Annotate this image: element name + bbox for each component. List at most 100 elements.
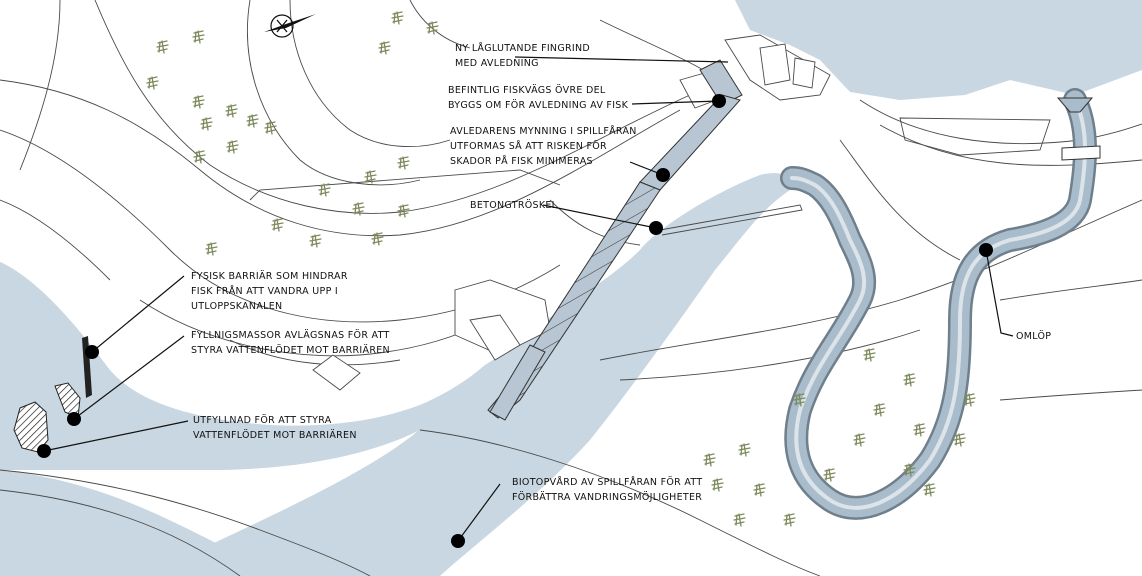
tree-symbol-icon <box>963 393 976 407</box>
terrain-line-8 <box>859 99 1142 145</box>
annotation-biotop: BIOTOPVÅRD AV SPILLFÅRAN FÖR ATT FÖRBÄTT… <box>512 477 703 503</box>
terrain-line-13 <box>249 169 561 201</box>
physical-barrier <box>82 336 92 398</box>
tree-symbol-icon <box>923 483 936 497</box>
tree-symbol-icon <box>863 348 876 362</box>
tree-symbol-icon <box>953 433 966 447</box>
leader-omlop <box>985 249 1014 337</box>
leader-fingrind <box>514 56 729 63</box>
road-line-1 <box>0 79 681 237</box>
terrain-line-10 <box>999 279 1142 301</box>
markers <box>37 94 993 548</box>
tree-symbol-icon <box>371 232 384 246</box>
marker-dot-icon <box>649 221 663 235</box>
annotation-fingrind: NY LÅGLUTANDE FINGRIND MED AVLEDNING <box>455 43 591 69</box>
tree-symbol-icon <box>783 513 796 527</box>
tree-symbol-icon <box>205 242 218 256</box>
riverbank-line-1 <box>0 469 371 576</box>
annotation-fyllning: FYLLNIGSMASSOR AVLÄGSNAS FÖR ATT STYRA V… <box>191 330 390 356</box>
riverbank-line-3 <box>419 429 821 576</box>
marker-dot-icon <box>37 444 51 458</box>
tree-symbol-icon <box>264 121 277 135</box>
tree-symbol-icon <box>352 202 365 216</box>
tree-symbol-icon <box>391 11 404 25</box>
marker-dot-icon <box>67 412 81 426</box>
tree-symbol-icon <box>364 170 377 184</box>
tree-symbol-icon <box>192 30 205 44</box>
road-line-4 <box>289 0 451 147</box>
tree-symbol-icon <box>378 41 391 55</box>
marker-dot-icon <box>451 534 465 548</box>
tree-symbol-icon <box>309 234 322 248</box>
terrain-line-11 <box>999 389 1142 401</box>
buildings <box>312 34 831 391</box>
left-bay <box>0 262 80 372</box>
tree-symbol-icon <box>853 433 866 447</box>
annotation-mynning: AVLEDARENS MYNNING I SPILLFÅRAN UTFORMAS… <box>450 126 637 167</box>
annotation-fiskvag: BEFINTLIG FISKVÄGS ÖVRE DEL BYGGS OM FÖR… <box>448 85 629 111</box>
terrain-line-4 <box>139 299 491 357</box>
riverbank-line-2 <box>0 489 241 576</box>
tree-symbol-icon <box>318 183 331 197</box>
leader-utfyllnad <box>43 420 189 452</box>
terrain-line-12 <box>839 139 961 261</box>
terrain-line-5 <box>229 339 401 366</box>
lower-water <box>0 470 300 576</box>
existing-fishway <box>487 59 743 421</box>
marker-dot-icon <box>712 94 726 108</box>
dam-block-2 <box>792 57 816 89</box>
annotation-utfyllnad: UTFYLLNAD FÖR ATT STYRA VATTENFLÖDET MOT… <box>193 415 357 441</box>
tree-symbol-icon <box>271 218 284 232</box>
road-line-3 <box>247 0 421 186</box>
tree-symbol-icon <box>397 156 410 170</box>
annotation-betong: BETONGTRÖSKEL <box>470 200 558 211</box>
tree-symbol-icon <box>903 373 916 387</box>
downstream-river <box>0 262 540 470</box>
bypass-channel-centerline <box>790 98 1087 510</box>
tree-symbol-icon <box>146 76 159 90</box>
barrier-features <box>13 336 92 453</box>
tree-symbol-icon <box>703 453 716 467</box>
tree-symbol-icon <box>823 468 836 482</box>
terrain-line-2 <box>0 199 111 281</box>
tree-symbol-icon <box>873 403 886 417</box>
shed <box>312 354 361 391</box>
leader-biotop <box>457 483 501 542</box>
leader-fyllning <box>73 335 185 420</box>
terrain-line-7 <box>619 329 921 381</box>
dam-block-1 <box>759 43 791 86</box>
excavated-fill <box>54 382 81 419</box>
tree-symbol-icon <box>753 483 766 497</box>
annotation-barriar: FYSISK BARRIÄR SOM HINDRAR FISK FRÅN ATT… <box>191 271 348 312</box>
tree-symbol-icon <box>903 463 916 477</box>
fishway-upper <box>699 59 743 106</box>
tree-symbol-icon <box>738 443 751 457</box>
tree-symbol-icon <box>397 204 410 218</box>
marker-dot-icon <box>85 345 99 359</box>
tree-symbol-icon <box>226 140 239 154</box>
tree-symbol-icon <box>733 513 746 527</box>
tree-symbol-icon <box>246 114 259 128</box>
tree-symbol-icon <box>913 423 926 437</box>
tree-symbol-icon <box>793 393 806 407</box>
weir-line <box>659 204 803 236</box>
tree-symbol-icon <box>426 21 439 35</box>
leader-betong <box>542 204 657 229</box>
tree-symbol-icon <box>192 95 205 109</box>
fishway-lower <box>489 344 546 421</box>
marker-dot-icon <box>656 168 670 182</box>
tree-symbol-icon <box>200 117 213 131</box>
spillway-channel <box>145 173 791 576</box>
north-arrow-icon <box>264 14 316 38</box>
marker-dot-icon <box>979 243 993 257</box>
annotation-omlop: OMLÖP <box>1016 331 1052 342</box>
tree-symbol-icon <box>193 150 206 164</box>
tree-symbol-icon <box>711 478 724 492</box>
leader-fiskvag <box>631 100 720 105</box>
terrain-line-3 <box>19 0 61 171</box>
tree-symbol-icon <box>156 40 169 54</box>
bypass-channel <box>780 88 1101 520</box>
